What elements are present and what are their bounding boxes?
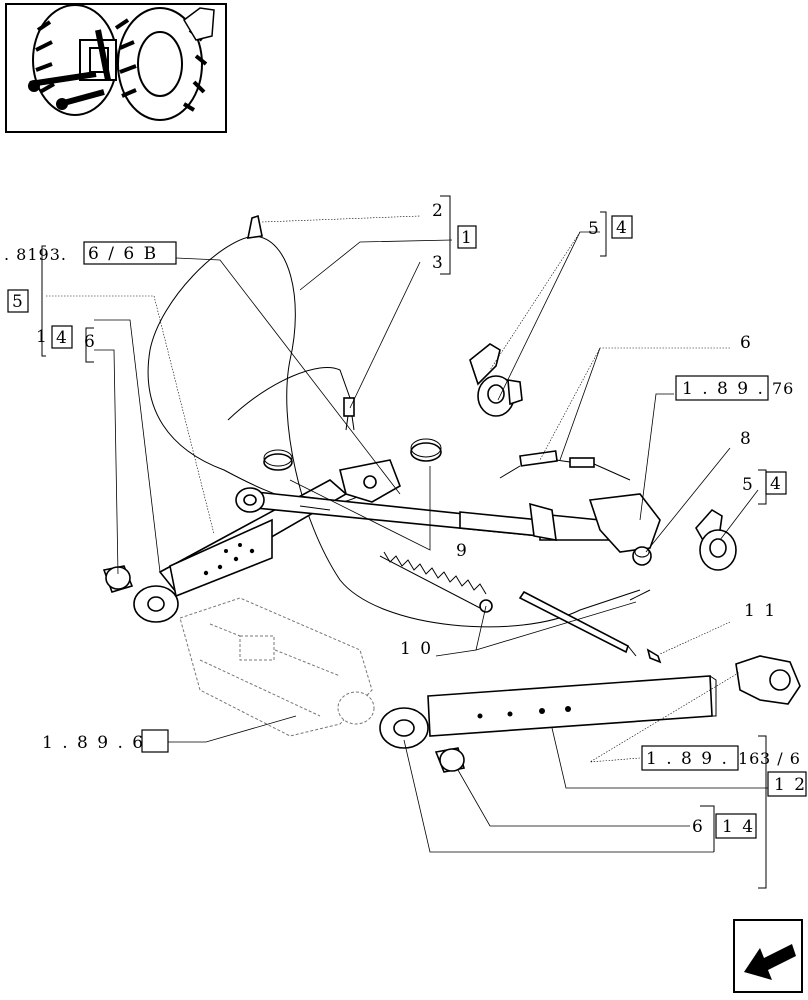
- callout-4-mid: 4: [770, 474, 783, 494]
- callout-6-right: 6: [740, 333, 753, 353]
- ring-9: [263, 438, 442, 471]
- callout-14-bottom-box: [715, 813, 757, 839]
- callout-8193: . 8193.: [4, 245, 67, 264]
- callout-11: 1 1: [744, 601, 777, 621]
- callout-5-mid: 5: [742, 475, 755, 495]
- callout-1-89-76-a: 1 . 8 9 .: [682, 379, 765, 399]
- stabilizer-chains-6: [499, 450, 631, 481]
- callout-1-89-6-box: [141, 729, 169, 753]
- callout-1-89-76-b: 76: [772, 379, 794, 398]
- callout-1-left: 1: [36, 327, 49, 347]
- callout-1-89-16-b: 16: [738, 749, 760, 768]
- callout-14-bottom: 1 4: [722, 817, 755, 837]
- callout-6-bottom: 6: [692, 817, 705, 837]
- callout-4-top-box: [611, 215, 633, 239]
- callout-5-left-box: [7, 289, 29, 313]
- callout-labels: 2 1 3 . 8193. 6 / 6 B 5 1 4 6 5 4 6 1 . …: [4, 201, 807, 839]
- callout-4-top: 4: [616, 218, 629, 238]
- callout-1-89-16-a: 1 . 8 9 .: [646, 749, 729, 769]
- lower-link-right: [379, 655, 801, 773]
- callout-1-89-6-a: 1 . 8 9 . 6: [42, 733, 145, 753]
- callout-10: 1 0: [400, 639, 433, 659]
- callout-3: 3: [432, 253, 445, 273]
- callout-4-left-box: [51, 325, 73, 349]
- callout-6-6b-box: [83, 241, 177, 265]
- callout-1: 1: [461, 228, 474, 248]
- callout-4-mid-box: [765, 471, 787, 495]
- callout-1-box: [457, 225, 477, 249]
- callout-9: 9: [456, 541, 469, 561]
- callout-12-box: [767, 771, 807, 797]
- rod-11: [518, 589, 662, 664]
- callout-1-89-16-c: 3 / 6: [760, 749, 801, 768]
- tractor-thumbnail: [5, 3, 227, 133]
- hook-5-4-mid: [695, 508, 737, 571]
- callout-12: 1 2: [774, 775, 807, 795]
- hook-5-4-top: [469, 343, 523, 417]
- callout-1-89-76-box: [675, 375, 769, 401]
- callout-6-left: 6: [84, 332, 97, 352]
- callout-4-left: 4: [56, 328, 69, 348]
- callout-8: 8: [740, 429, 753, 449]
- leader-lines: [46, 195, 770, 889]
- callout-5-top: 5: [588, 219, 601, 239]
- spring-10: [379, 551, 493, 613]
- drawbar-body-ghost: [179, 597, 375, 737]
- callout-2: 2: [432, 201, 445, 221]
- top-link: [235, 459, 661, 553]
- callout-6-6b: 6 / 6 B: [88, 244, 158, 264]
- callout-5-left: 5: [12, 292, 25, 312]
- callout-1-89-16-box: [641, 745, 739, 771]
- next-page-arrow-icon[interactable]: [733, 919, 803, 993]
